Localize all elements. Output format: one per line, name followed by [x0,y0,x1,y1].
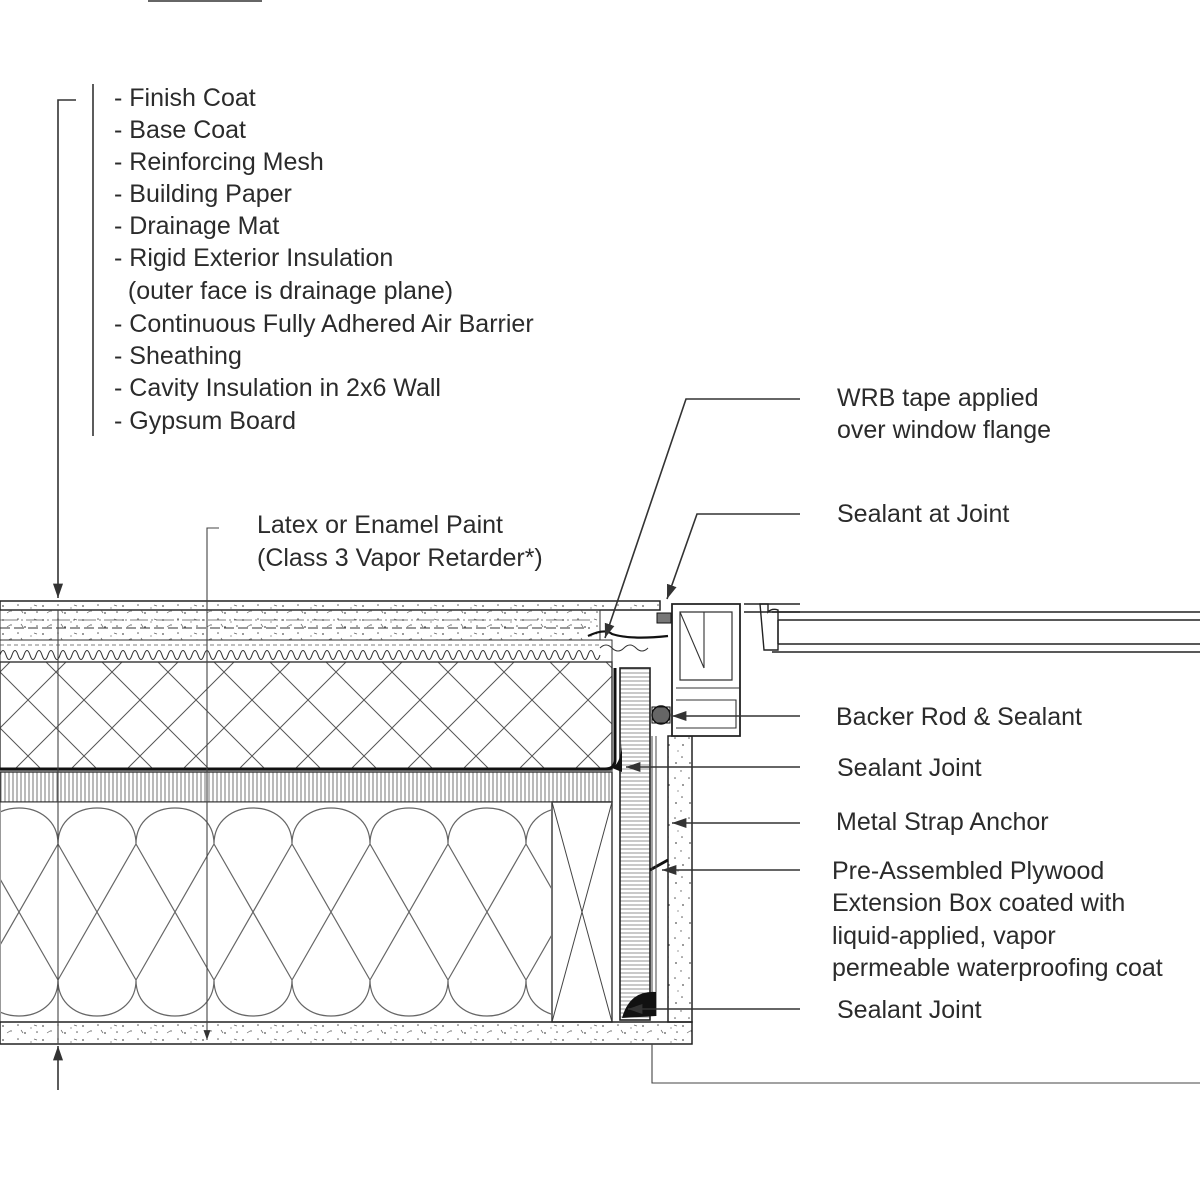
metal-strap-label: Metal Strap Anchor [836,808,1049,836]
sash-top [744,603,800,613]
layer-label: - Sheathing [114,342,242,370]
interior-trim-leader [651,1044,1200,1084]
window-frame-outline [671,603,741,737]
layer-label: - Rigid Exterior Insulation [114,244,393,272]
sealant-joint-lower-label: Sealant Joint [837,996,982,1024]
flange-wave [599,644,649,652]
layer-label: - Gypsum Board [114,407,296,435]
rigid-exterior-insulation [0,661,613,771]
extension-box-label-line1: Pre-Assembled Plywood [832,857,1104,885]
paint-label-line2: (Class 3 Vapor Retarder*) [257,544,543,572]
layer-label: - Drainage Mat [114,212,279,240]
air-barrier-line [0,668,617,771]
backer-rod [651,705,671,725]
extension-box-label-line2: Extension Box coated with [832,889,1125,917]
layer-label: - Base Coat [114,116,246,144]
wrb-label-line2: over window flange [837,416,1051,444]
layer-label: - Continuous Fully Adhered Air Barrier [114,310,534,338]
upper-sealant-bead [612,740,622,772]
sealant-at-joint-label: Sealant at Joint [837,500,1009,528]
frame-web [679,611,705,669]
layer-label: - Building Paper [114,180,292,208]
interior-return-board [667,735,693,1023]
drainage-mat-wave [0,649,601,661]
layers-list: - Finish Coat - Base Coat - Reinforcing … [114,84,534,435]
layer-label: - Reinforcing Mesh [114,148,324,176]
sealant-at-joint-bead [656,612,672,624]
gypsum-board-layer [0,1021,693,1045]
wrb-leader [604,398,800,639]
cavity-insulation-layer [0,801,553,1023]
glazing-stop [759,603,779,651]
layer-label: - Finish Coat [114,84,256,112]
paint-leader [203,527,219,1040]
backer-rod-sealant [651,706,671,724]
base-coat-layer [0,609,601,641]
sealant-joint-upper-label: Sealant Joint [837,754,982,782]
extension-box-label-line4: permeable waterproofing coat [832,954,1163,982]
window-frame [671,603,1200,737]
layers-leader-down [52,99,76,598]
cavity-insulation-batt [1,807,551,1017]
plywood-extension-box [619,667,651,1021]
sheathing-layer [0,771,613,803]
wrb-label-line1: WRB tape applied [837,384,1039,412]
metal-strap-anchor [649,858,669,872]
leaders [52,84,1200,1090]
finish-coat-layer [0,600,661,611]
sealant-at-joint-leader [666,513,800,600]
backer-rod-label: Backer Rod & Sealant [836,703,1082,731]
stud-cross [551,801,613,1023]
glazing-unit [772,611,1200,653]
frame-chamber-lower [676,687,740,729]
paint-label-line1: Latex or Enamel Paint [257,511,503,539]
extension-box [587,612,693,1023]
jamb-lines [651,736,657,1016]
wall-assembly [0,600,693,1045]
frame-chamber-upper [679,611,733,681]
extension-box-label-line3: liquid-applied, vapor [832,922,1056,950]
layer-label: - Cavity Insulation in 2x6 Wall [114,374,441,402]
layer-label: (outer face is drainage plane) [114,277,453,305]
